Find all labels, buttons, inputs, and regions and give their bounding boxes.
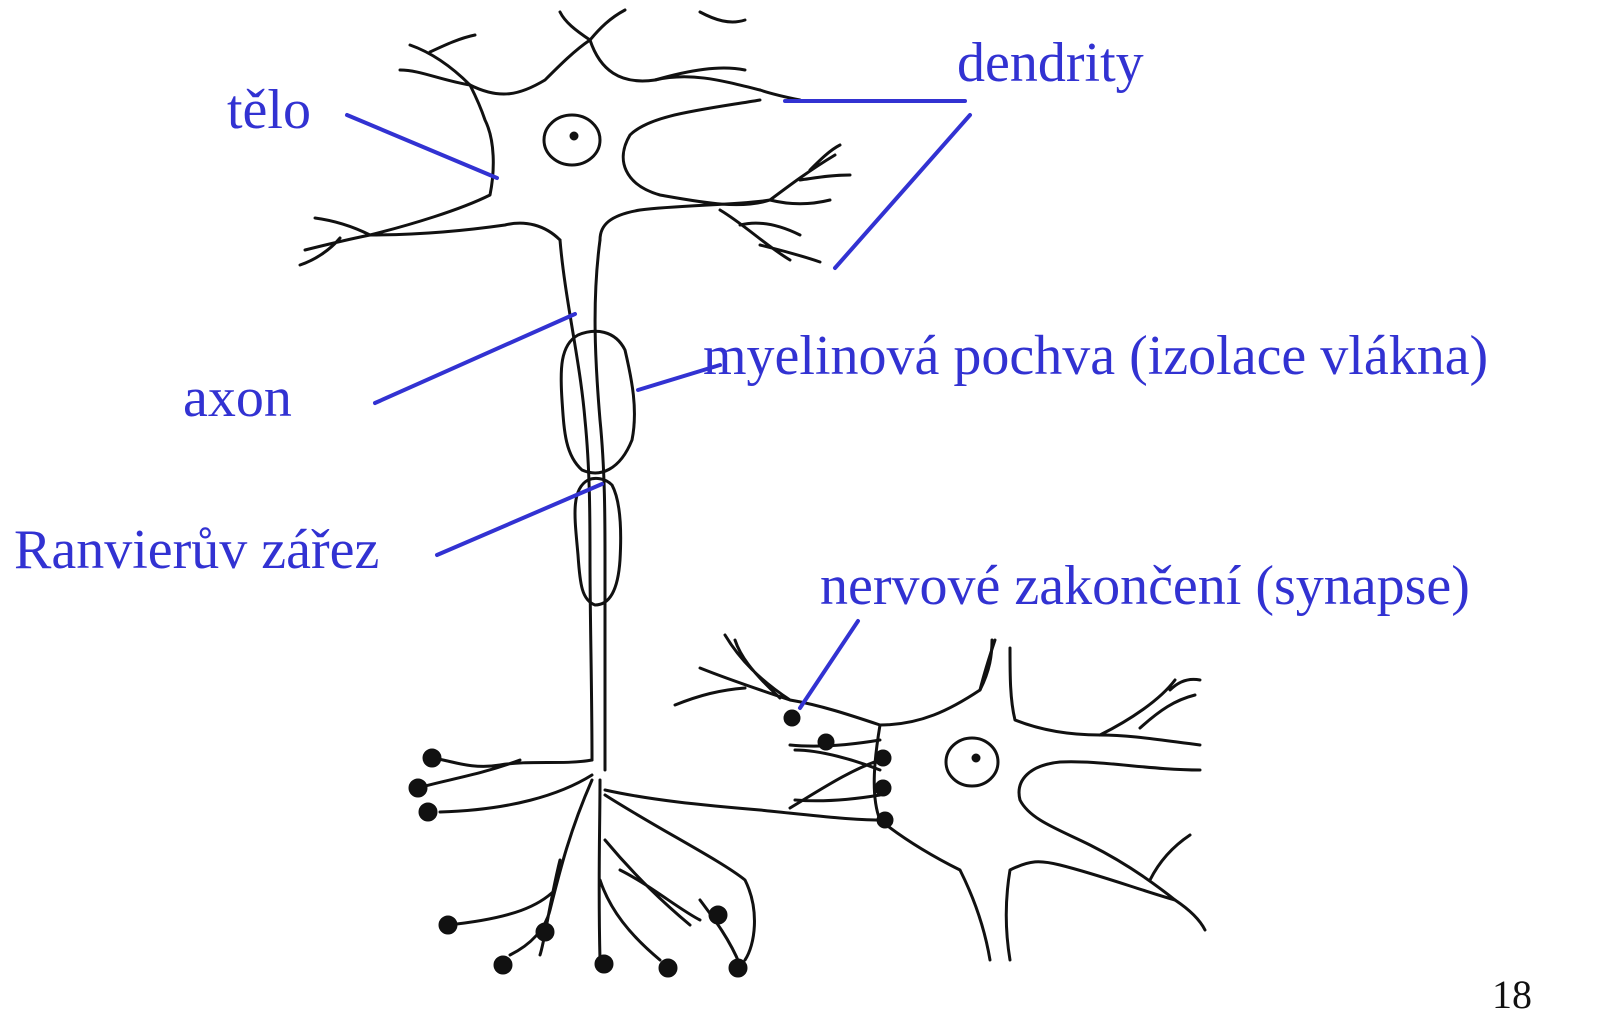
lower-cell-body — [874, 640, 1200, 960]
upper-dendrite-right-top — [655, 68, 800, 100]
lower-dendrite-right-low — [1150, 835, 1205, 930]
terminal-bouton — [729, 959, 747, 977]
myelin-segment-2 — [575, 478, 621, 605]
terminal-bouton — [709, 906, 727, 924]
synapse-bouton — [877, 812, 893, 828]
lower-dendrite-synapse-branches — [790, 740, 880, 808]
terminal-branch-right — [605, 790, 880, 965]
leader-telo — [347, 115, 497, 178]
upper-neuron-drawing — [300, 10, 850, 265]
label-telo: tělo — [227, 82, 311, 138]
label-axon: axon — [183, 370, 292, 426]
leader-axon — [375, 314, 575, 403]
synapse-bouton — [875, 780, 891, 796]
lower-dendrite-top — [980, 640, 995, 690]
terminal-bouton — [595, 955, 613, 973]
label-dendrity: dendrity — [957, 35, 1144, 91]
synapse-bouton — [818, 734, 834, 750]
terminal-bouton — [494, 956, 512, 974]
terminal-bouton — [659, 959, 677, 977]
upper-dendrite-right-mid — [770, 145, 850, 204]
leader-synapse — [800, 621, 858, 708]
lower-nucleus — [946, 738, 998, 786]
terminal-bouton — [439, 916, 457, 934]
synapse-bouton — [784, 710, 800, 726]
terminal-bouton — [423, 749, 441, 767]
terminal-bouton — [536, 923, 554, 941]
terminal-branch-left-top — [418, 758, 592, 812]
slide-number: 18 — [1492, 975, 1532, 1015]
upper-dendrite-left-low — [300, 218, 370, 265]
axon-drawing — [560, 240, 634, 770]
label-ranvier: Ranvierův zářez — [14, 522, 379, 578]
upper-nucleolus — [570, 132, 578, 140]
lower-dendrite-right-top — [1100, 679, 1200, 735]
axon-line-right — [595, 240, 605, 770]
upper-dendrite-right-low — [720, 210, 820, 262]
leader-dendrity-low — [835, 115, 970, 268]
lower-dendrite-upper-left — [675, 635, 880, 725]
upper-dendrite-left-top — [400, 35, 475, 85]
terminal-bouton — [409, 779, 427, 797]
terminal-branch-center — [599, 780, 700, 960]
synapse-bouton — [875, 750, 891, 766]
label-synapse: nervové zakončení (synapse) — [820, 558, 1470, 614]
axon-terminals-drawing — [409, 749, 880, 977]
label-myelin: myelinová pochva (izolace vlákna) — [703, 328, 1488, 384]
terminal-bouton — [419, 803, 437, 821]
lower-nucleolus — [972, 754, 980, 762]
upper-dendrite-top — [560, 10, 745, 40]
terminal-branch-left-low — [448, 780, 592, 955]
